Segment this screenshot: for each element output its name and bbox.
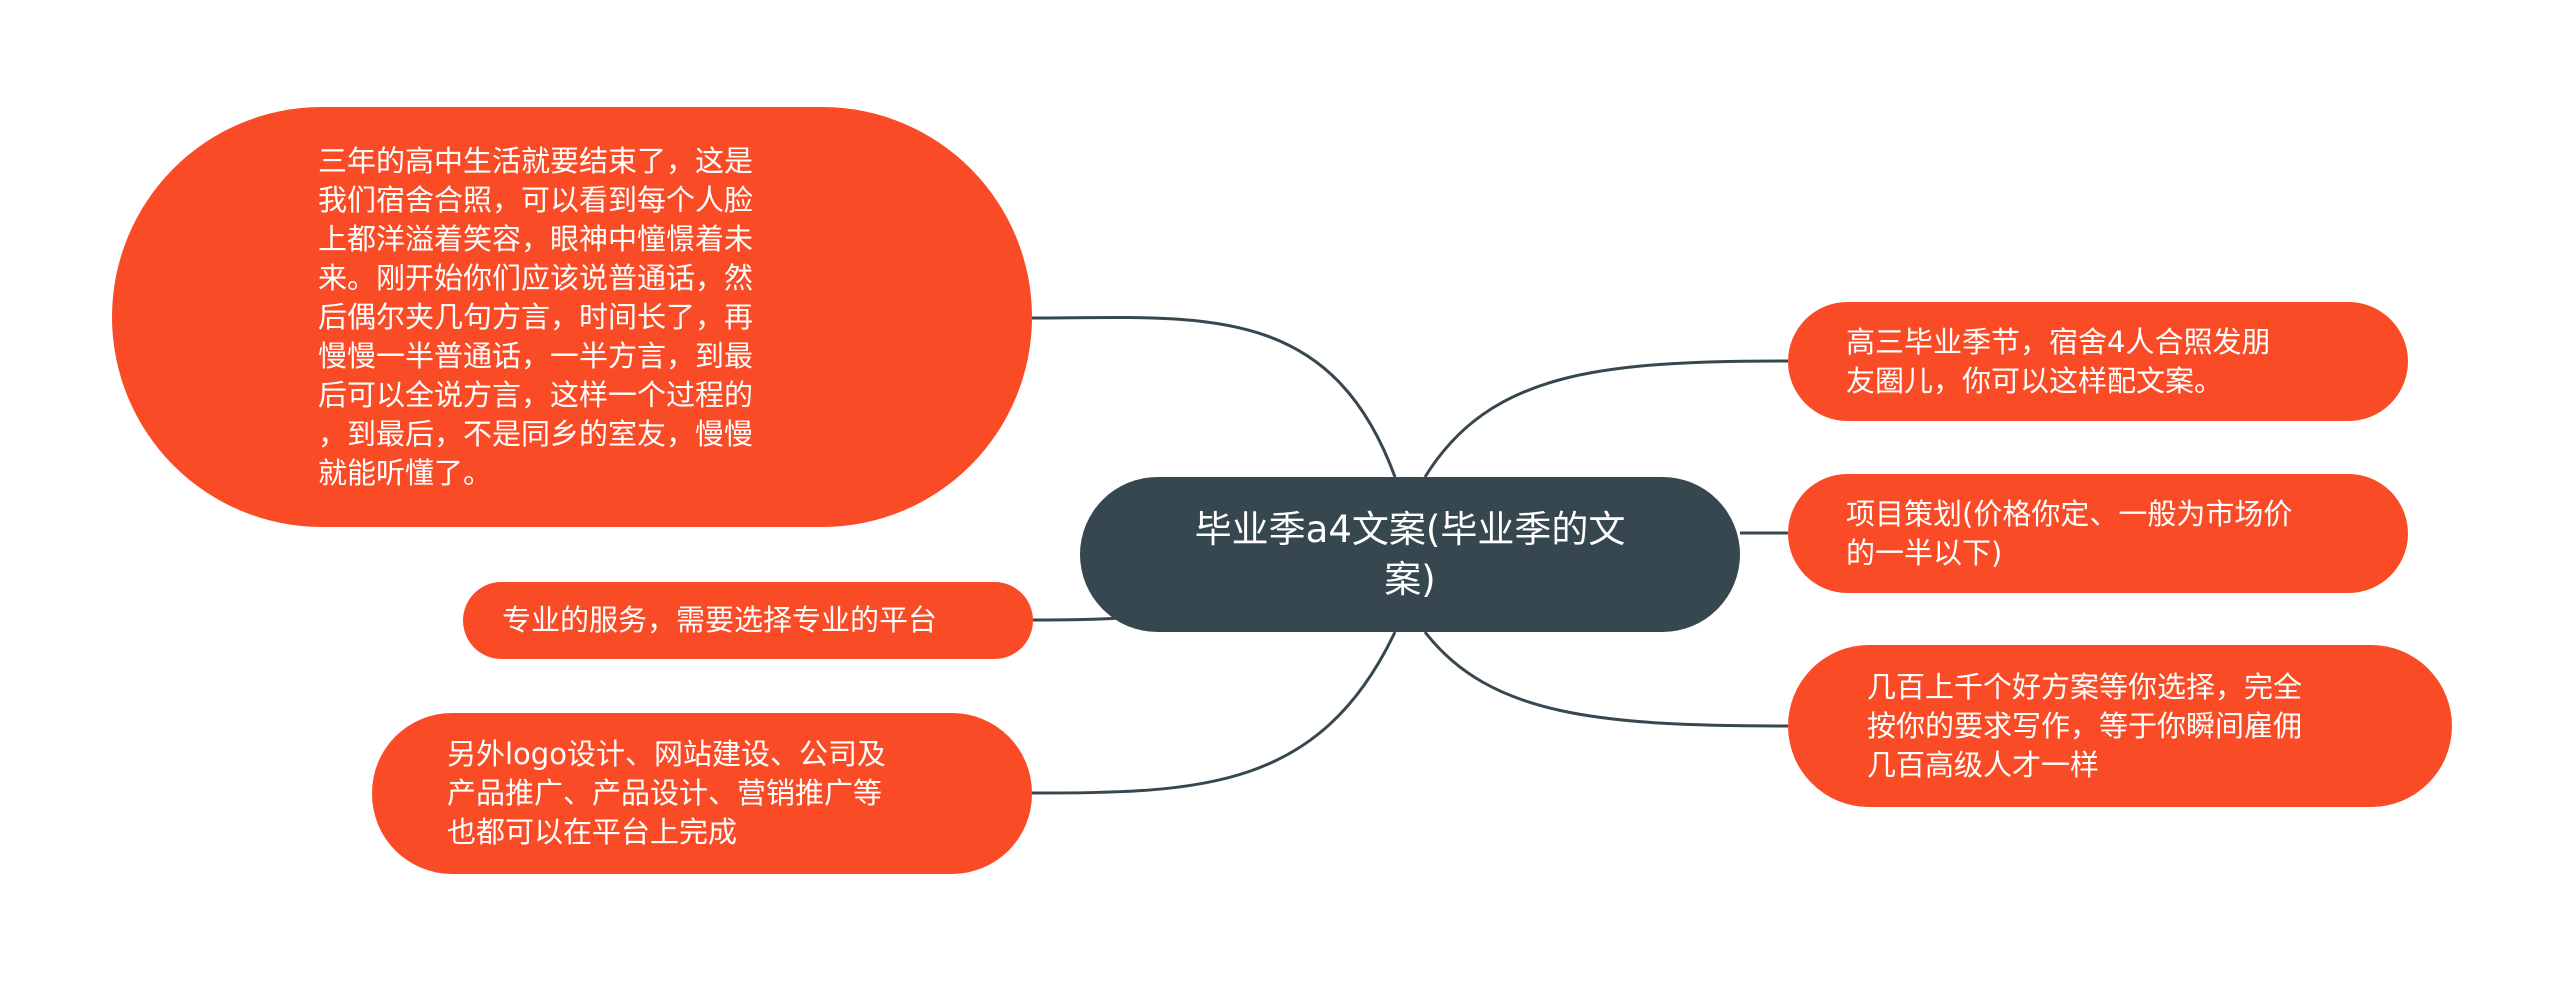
central-topic-label: 毕业季a4文案(毕业季的文 案) (1194, 507, 1626, 601)
topic-project-planning[interactable]: 项目策划(价格你定、一般为市场价 的一半以下) (1788, 474, 2408, 593)
connector-central-to-design-note (1031, 631, 1397, 795)
topic-dorm-photo-story-label: 三年的高中生活就要结束了，这是 我们宿舍合照，可以看到每个人脸 上都洋溢着笑容，… (318, 143, 754, 490)
topic-many-solutions[interactable]: 几百上千个好方案等你选择，完全 按你的要求写作，等于你瞬间雇佣 几百高级人才一样 (1788, 645, 2452, 807)
connector-central-to-big-note (1031, 315, 1397, 478)
topic-many-solutions-label: 几百上千个好方案等你选择，完全 按你的要求写作，等于你瞬间雇佣 几百高级人才一样 (1867, 669, 2303, 782)
connector-central-to-gaosan-note (1423, 359, 1789, 478)
connector-central-to-solutions-note (1423, 631, 1789, 728)
topic-gaosan-graduation-label: 高三毕业季节，宿舍4人合照发朋 友圈儿，你可以这样配文案。 (1846, 324, 2271, 398)
topic-professional-service-label: 专业的服务，需要选择专业的平台 (502, 603, 938, 637)
central-topic[interactable]: 毕业季a4文案(毕业季的文 案) (1080, 477, 1740, 632)
topic-logo-design-services-label: 另外logo设计、网站建设、公司及 产品推广、产品设计、营销推广等 也都可以在平… (447, 737, 886, 849)
topic-project-planning-label: 项目策划(价格你定、一般为市场价 的一半以下) (1846, 496, 2293, 570)
topic-professional-service[interactable]: 专业的服务，需要选择专业的平台 (463, 582, 1033, 659)
topic-gaosan-graduation[interactable]: 高三毕业季节，宿舍4人合照发朋 友圈儿，你可以这样配文案。 (1788, 302, 2408, 421)
topic-logo-design-services[interactable]: 另外logo设计、网站建设、公司及 产品推广、产品设计、营销推广等 也都可以在平… (372, 713, 1032, 874)
topic-dorm-photo-story[interactable]: 三年的高中生活就要结束了，这是 我们宿舍合照，可以看到每个人脸 上都洋溢着笑容，… (112, 107, 1032, 527)
connector-central-to-service-note (1032, 616, 1121, 622)
